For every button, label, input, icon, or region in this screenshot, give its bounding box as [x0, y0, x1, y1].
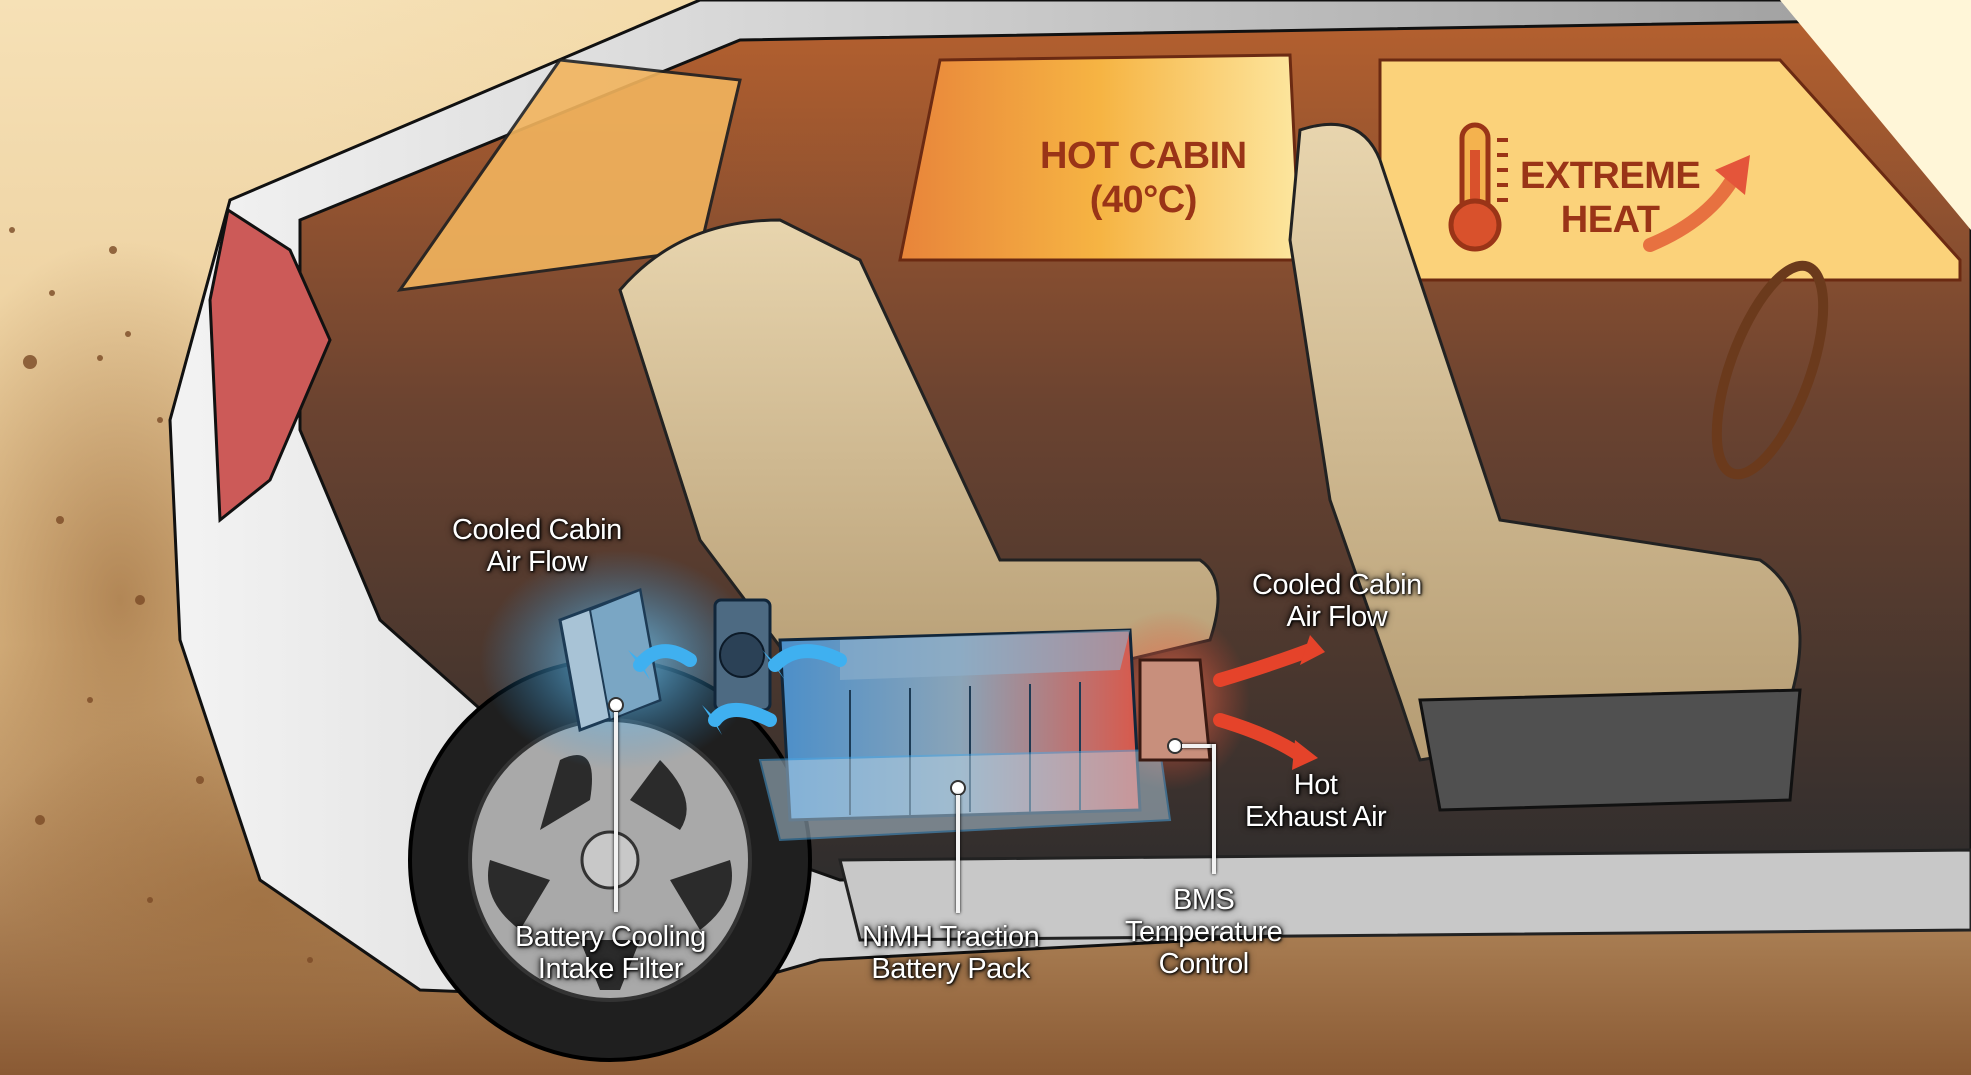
leader-line-filter	[614, 712, 618, 912]
label-bms: BMS Temperature Control	[1125, 884, 1283, 981]
door-sill	[838, 848, 1971, 942]
label-line: Temperature	[1125, 915, 1283, 948]
label-line: Cooled Cabin	[452, 514, 622, 546]
extreme-heat-line1: EXTREME	[1520, 155, 1701, 197]
rim-spokes-cutouts	[488, 755, 732, 990]
label-line: Control	[1158, 947, 1250, 980]
cool-airflow-arrows	[633, 644, 847, 727]
label-line: Exhaust Air	[1245, 800, 1387, 833]
extreme-heat-line2: HEAT	[1560, 198, 1660, 241]
leader-line-bms-h	[1182, 744, 1214, 748]
label-line: Intake Filter	[537, 952, 683, 985]
thermometer-icon	[1448, 122, 1508, 252]
hot-cabin-banner: HOT CABIN (40°C)	[1040, 135, 1247, 222]
leader-dot-bms	[1167, 738, 1183, 754]
label-battery-pack: NiMH Traction Battery Pack	[862, 921, 1040, 986]
steering-wheel	[1711, 260, 1829, 480]
label-intake-filter: Battery Cooling Intake Filter	[515, 921, 706, 986]
leader-dot-filter	[608, 697, 624, 713]
label-line: Battery Pack	[871, 952, 1030, 985]
bms-module	[1138, 658, 1212, 762]
label-hot-exhaust: Hot Exhaust Air	[1245, 769, 1387, 834]
leader-line-bms-v	[1212, 744, 1216, 874]
label-line: Air Flow	[1286, 600, 1388, 633]
leader-dot-battery	[950, 780, 966, 796]
dust-particles	[9, 227, 313, 963]
label-line: Cooled Cabin	[1252, 569, 1422, 601]
label-line: NiMH Traction	[862, 921, 1040, 953]
label-line: Battery Cooling	[515, 921, 706, 953]
label-line: Air Flow	[486, 545, 588, 578]
hot-cabin-temperature: (40°C)	[1089, 178, 1198, 221]
windshield-glare	[1780, 0, 1971, 230]
extreme-heat-banner: EXTREME HEAT	[1520, 155, 1701, 242]
label-cooled-air-left: Cooled Cabin Air Flow	[452, 514, 622, 579]
label-cooled-air-right: Cooled Cabin Air Flow	[1252, 569, 1422, 634]
rising-arrow-icon	[1643, 155, 1750, 252]
battery-tray	[758, 748, 1172, 842]
front-seat-base	[1418, 688, 1802, 812]
tail-light	[208, 207, 332, 524]
leader-line-battery	[956, 795, 960, 913]
hot-cabin-title: HOT CABIN	[1040, 135, 1247, 177]
hot-exhaust-arrows	[1213, 643, 1317, 762]
label-line: Hot	[1293, 769, 1338, 801]
label-line: BMS	[1172, 884, 1235, 916]
